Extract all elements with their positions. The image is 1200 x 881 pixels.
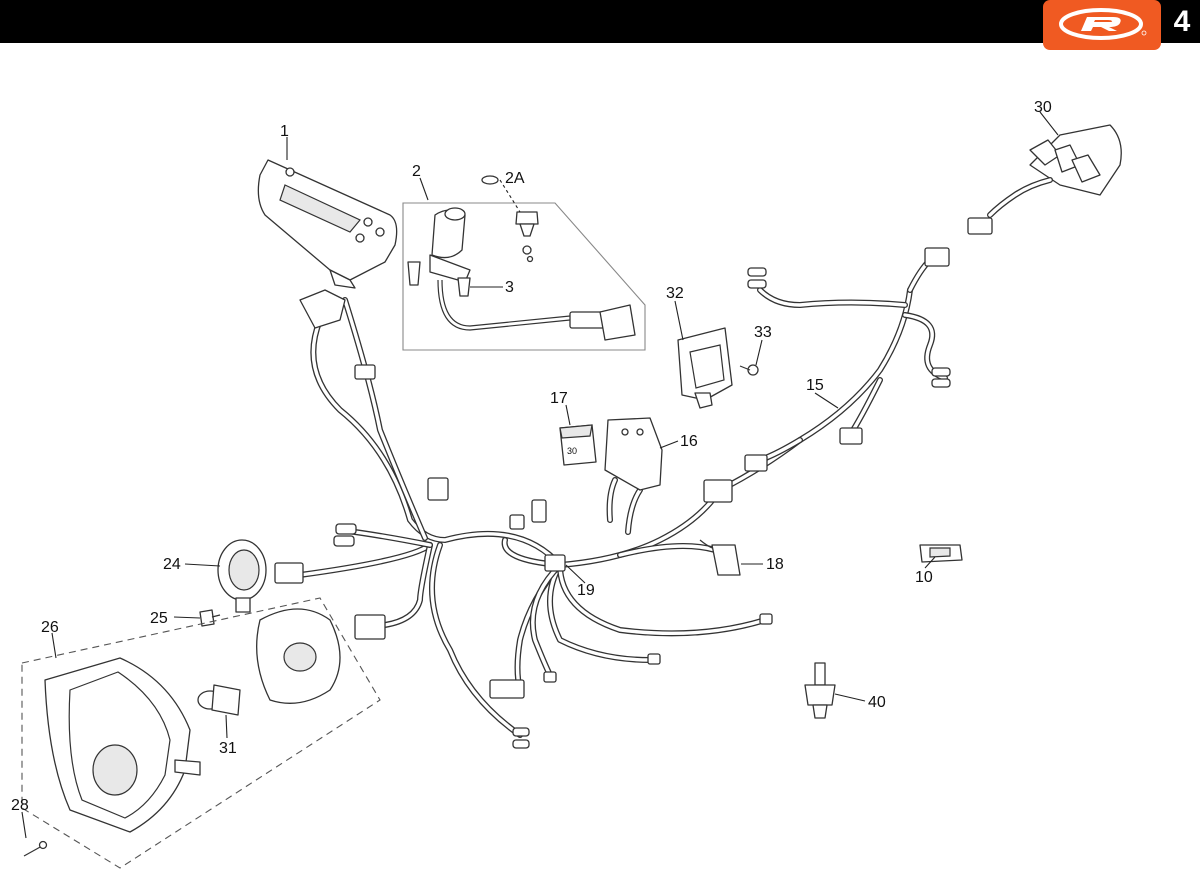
- callout-2: 2: [412, 163, 421, 180]
- instrument-connector: [299, 289, 346, 329]
- header-bar: [0, 0, 1200, 43]
- callout-15: 15: [806, 377, 824, 394]
- harness-terminal-group: [489, 679, 525, 699]
- harness-terminal: [759, 613, 773, 625]
- harness-connector: [839, 427, 863, 445]
- harness-socket: [531, 499, 547, 523]
- headlight-group-outline: [21, 597, 381, 869]
- callout-26: 26: [41, 619, 59, 636]
- harness-connector: [924, 247, 950, 267]
- part-26-headlight: [44, 657, 201, 833]
- callout-labels: 1 2 2A 3 32 33 15 17 16 18 19 10 40 24 2…: [11, 99, 1052, 814]
- callout-40: 40: [868, 694, 886, 711]
- callout-10: 10: [915, 569, 933, 586]
- part-1-instrument-panel: [257, 159, 398, 289]
- callout-32: 32: [666, 285, 684, 302]
- harness-terminal: [333, 535, 355, 547]
- callout-18: 18: [766, 556, 784, 573]
- callout-1: 1: [280, 123, 289, 140]
- part-31-bulb: [197, 684, 241, 716]
- harness-terminal: [543, 671, 557, 683]
- harness-socket: [354, 364, 376, 380]
- callout-28: 28: [11, 797, 29, 814]
- callout-30: 30: [1034, 99, 1052, 116]
- part-33-screw: [739, 364, 759, 376]
- harness-socket: [509, 514, 525, 530]
- part-28-screw: [23, 840, 48, 857]
- callout-24: 24: [163, 556, 181, 573]
- harness-terminal: [747, 267, 767, 277]
- part-17-relay: 30: [559, 424, 597, 466]
- harness-clamp: [544, 554, 566, 572]
- page-number: 4: [1173, 5, 1191, 38]
- callout-16: 16: [680, 433, 698, 450]
- harness-terminal: [512, 727, 530, 737]
- callout-25: 25: [150, 610, 168, 627]
- main-harness: [274, 247, 951, 749]
- harness-terminal: [335, 523, 357, 535]
- harness-terminal: [931, 367, 951, 377]
- callout-3: 3: [505, 279, 514, 296]
- harness-terminal: [747, 279, 767, 289]
- part-10-switch: [919, 544, 963, 563]
- callout-2a: 2A: [505, 170, 525, 187]
- part-2-ignition-assembly: [402, 175, 646, 351]
- part-24-horn: [217, 539, 267, 613]
- brand-logo: [1043, 0, 1161, 50]
- leader-lines: [21, 111, 1059, 839]
- harness-connector: [354, 614, 386, 640]
- harness-connector: [274, 562, 304, 584]
- callout-19: 19: [577, 582, 595, 599]
- part-18-spark-plug-cap: [699, 539, 741, 576]
- part-32-control-unit: [677, 327, 733, 409]
- part-40-pressure-switch: [804, 662, 836, 719]
- callout-17: 17: [550, 390, 568, 407]
- harness-connector: [703, 479, 733, 503]
- callout-31: 31: [219, 740, 237, 757]
- harness-terminal: [647, 653, 661, 665]
- headlight-holder: [256, 608, 341, 704]
- harness-socket: [427, 477, 449, 501]
- harness-connector: [744, 454, 768, 472]
- harness-terminal: [512, 739, 530, 749]
- harness-terminal: [931, 378, 951, 388]
- part-16-regulator: [604, 417, 663, 491]
- part-30-taillight: [967, 124, 1122, 235]
- relay-marking: 30: [567, 446, 577, 456]
- callout-33: 33: [754, 324, 772, 341]
